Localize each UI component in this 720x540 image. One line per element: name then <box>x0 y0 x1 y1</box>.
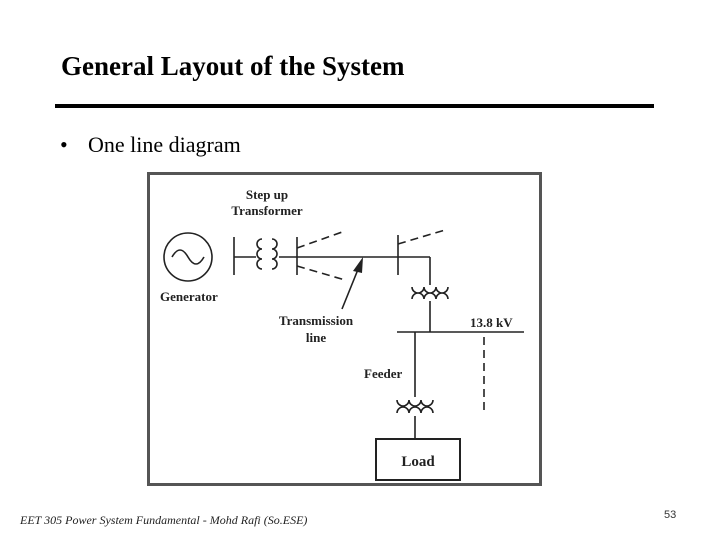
bullet-text: One line diagram <box>88 132 241 157</box>
footer-text: EET 305 Power System Fundamental - Mohd … <box>20 513 308 527</box>
generator-symbol <box>163 232 213 282</box>
page-number: 53 <box>664 509 677 521</box>
title-underline <box>55 104 654 108</box>
bullet-marker: • <box>60 132 68 157</box>
one-line-diagram: Step up Transformer Generator Transmissi… <box>147 172 542 486</box>
load-transformer-symbol <box>396 399 434 414</box>
label-step-up-line2: Transformer <box>231 203 302 218</box>
label-transmission-line1: Transmission <box>279 313 354 328</box>
diagram-canvas: Step up Transformer Generator Transmissi… <box>160 187 524 481</box>
generator-sine <box>171 249 205 265</box>
slide-title: General Layout of the System <box>61 51 405 81</box>
step-down-transformer-symbol <box>411 286 449 300</box>
load-box <box>375 438 461 481</box>
label-transmission-line2: line <box>306 330 326 345</box>
label-step-up-line1: Step up <box>246 187 288 202</box>
label-feeder: Feeder <box>364 366 402 381</box>
label-generator: Generator <box>160 289 218 304</box>
bullet-item: • One line diagram <box>60 132 241 158</box>
step-up-transformer-symbol <box>256 238 278 270</box>
arrow-head <box>353 257 363 273</box>
label-voltage: 13.8 kV <box>470 315 513 330</box>
label-load: Load <box>401 454 435 470</box>
